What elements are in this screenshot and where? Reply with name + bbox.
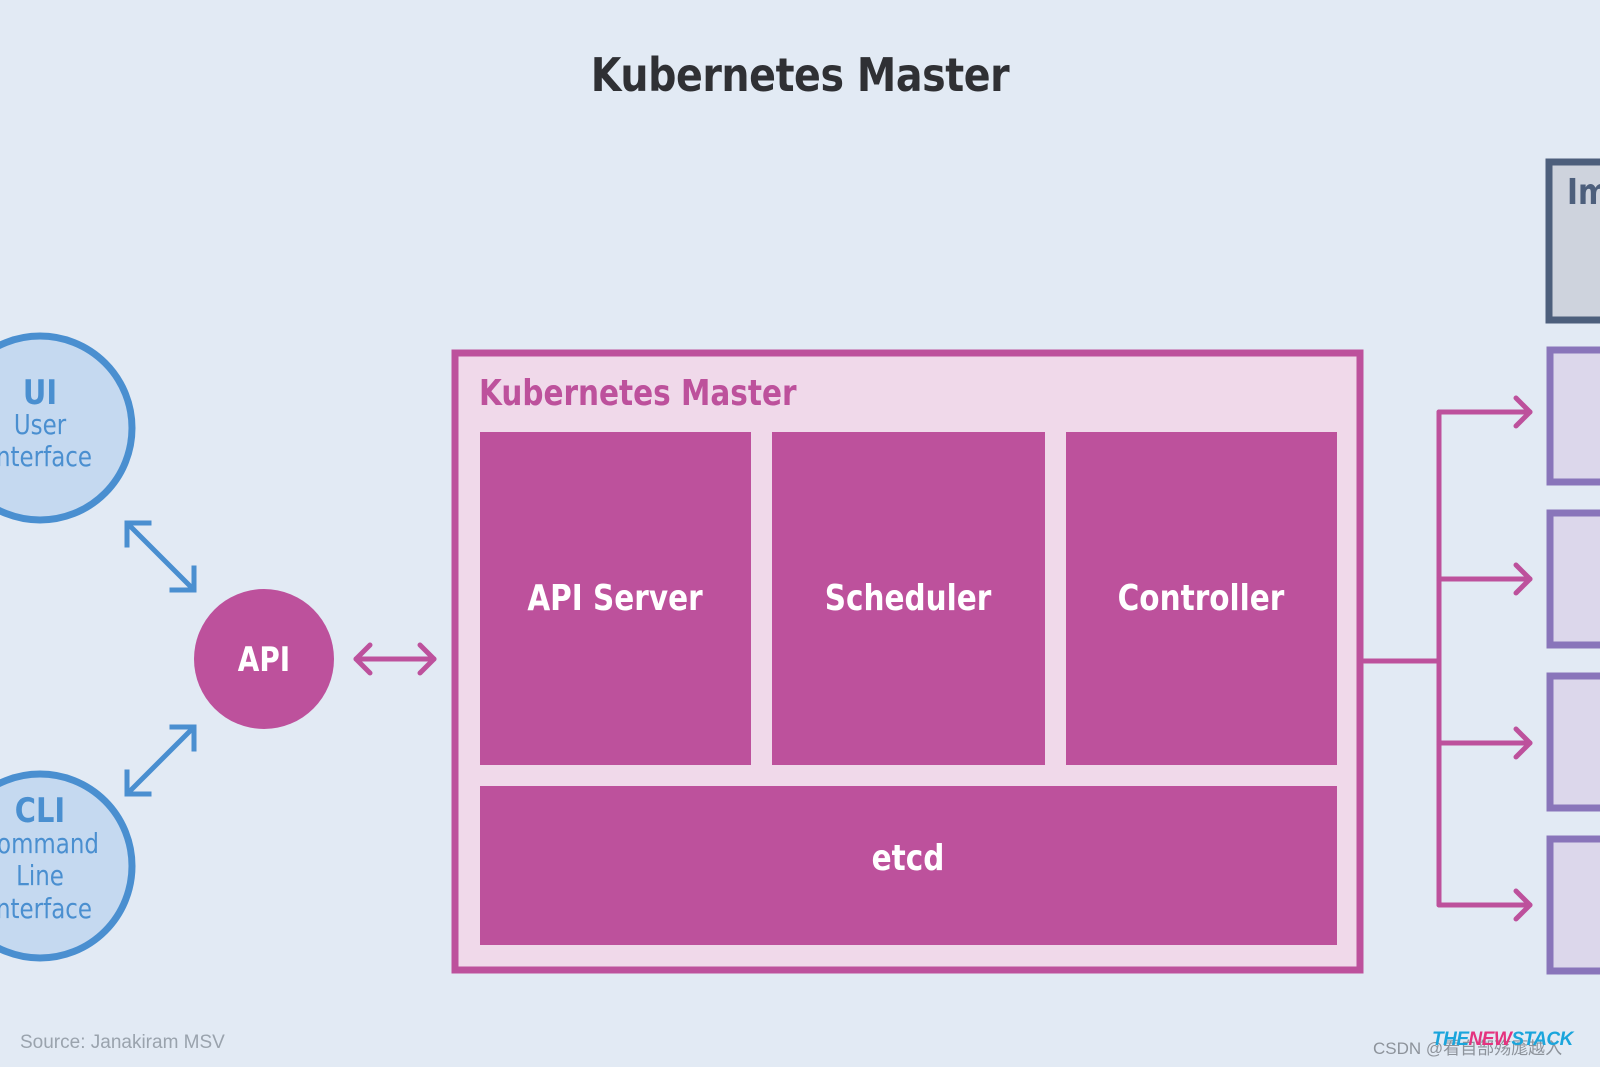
api-master-arrow <box>353 642 437 676</box>
scheduler-block[interactable]: Scheduler <box>772 432 1045 765</box>
etcd-rect <box>480 786 1337 945</box>
etcd-label: etcd <box>872 836 945 879</box>
node-box-3-frame <box>1546 672 1600 812</box>
page-title: Kubernetes Master <box>590 48 1010 102</box>
cli-circle <box>0 770 136 962</box>
etcd-block[interactable]: etcd <box>480 786 1337 945</box>
ui-label-line2: nterface <box>0 441 92 474</box>
ui-node[interactable]: UI User nterface <box>0 332 136 524</box>
right-top-box[interactable]: Im <box>1545 158 1600 324</box>
csdn-watermark: CSDN @看自部殇厖越入 <box>1373 1039 1563 1058</box>
cli-label-line3: nterface <box>0 893 92 926</box>
source-credit: Source: Janakiram MSV <box>20 1032 225 1053</box>
cli-label-line1: ommand <box>0 828 99 861</box>
controller-block[interactable]: Controller <box>1066 432 1337 765</box>
ui-circle <box>0 332 136 524</box>
node-box-1-frame <box>1546 346 1600 486</box>
node-box-4-frame <box>1546 835 1600 975</box>
master-label: Kubernetes Master <box>479 371 797 414</box>
api-server-label: API Server <box>527 576 703 619</box>
node-box-2[interactable] <box>1546 509 1600 649</box>
scheduler-label: Scheduler <box>825 576 992 619</box>
api-server-rect <box>480 432 751 765</box>
api-circle <box>194 589 334 729</box>
brand-logo: THENEWSTACK <box>1432 1029 1573 1051</box>
right-top-box-label: Im <box>1567 170 1600 213</box>
node-box-4[interactable] <box>1546 835 1600 975</box>
ui-abbr: UI <box>23 374 57 413</box>
node-box-1[interactable] <box>1546 346 1600 486</box>
cli-node[interactable]: CLI ommand Line nterface <box>0 770 136 962</box>
node-box-2-frame <box>1546 509 1600 649</box>
master-fanout-connector <box>1361 395 1533 922</box>
brand-part-2: NEW <box>1468 1029 1512 1050</box>
controller-rect <box>1066 432 1337 765</box>
right-top-box-frame <box>1545 158 1600 324</box>
api-node[interactable]: API <box>194 589 334 729</box>
controller-label: Controller <box>1118 576 1285 619</box>
cli-abbr: CLI <box>15 792 65 831</box>
cli-api-arrow <box>124 724 197 797</box>
api-label: API <box>238 640 290 679</box>
ui-api-arrow <box>124 520 197 593</box>
node-box-3[interactable] <box>1546 672 1600 812</box>
scheduler-rect <box>772 432 1045 765</box>
ui-label-line1: User <box>14 409 67 442</box>
cli-label-line2: Line <box>16 860 64 893</box>
brand-part-1: THE <box>1432 1029 1469 1050</box>
api-server-block[interactable]: API Server <box>480 432 751 765</box>
brand-part-3: STACK <box>1511 1029 1573 1050</box>
master-box[interactable]: Kubernetes Master API Server Scheduler C… <box>451 349 1364 974</box>
